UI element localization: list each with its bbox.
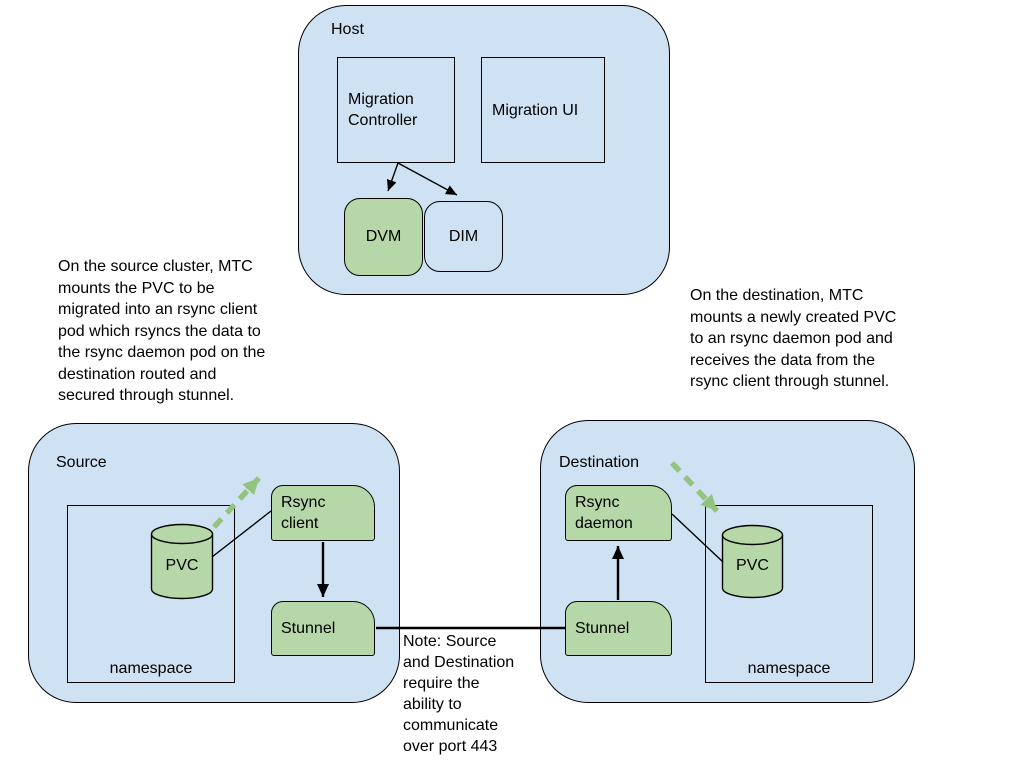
rsync-client-box: Rsync client — [271, 485, 375, 541]
source-cluster-note: On the source cluster, MTC mounts the PV… — [58, 258, 266, 404]
dvm-box: DVM — [344, 198, 423, 276]
destination-stunnel-label: Stunnel — [575, 620, 630, 637]
dim-box: DIM — [424, 201, 503, 272]
migration-ui-label: Migration UI — [492, 101, 579, 119]
destination-namespace-label: namespace — [747, 660, 831, 677]
dim-label: DIM — [448, 227, 479, 245]
source-stunnel-box: Stunnel — [271, 601, 375, 656]
rsync-daemon-label: Rsync daemon — [575, 494, 633, 532]
migration-ui-box: Migration UI — [481, 57, 605, 163]
destination-cluster-note: On the destination, MTC mounts a newly c… — [690, 287, 897, 390]
destination-pvc-label: PVC — [736, 557, 769, 574]
port-note: Note: Source and Destination require the… — [403, 633, 515, 755]
host-label: Host — [331, 21, 364, 38]
source-pvc-label: PVC — [165, 557, 199, 574]
destination-namespace-box — [705, 505, 873, 683]
source-label: Source — [56, 454, 107, 471]
source-namespace-label: namespace — [109, 660, 193, 677]
migration-controller-label: Migration Controller — [348, 91, 418, 129]
dvm-label: DVM — [365, 228, 402, 245]
rsync-client-label: Rsync client — [281, 494, 326, 532]
rsync-daemon-box: Rsync daemon — [565, 485, 672, 541]
destination-stunnel-box: Stunnel — [565, 601, 672, 656]
migration-controller-box: Migration Controller — [337, 57, 455, 163]
source-namespace-box — [67, 505, 235, 683]
destination-label: Destination — [559, 454, 640, 471]
source-stunnel-label: Stunnel — [281, 620, 336, 637]
